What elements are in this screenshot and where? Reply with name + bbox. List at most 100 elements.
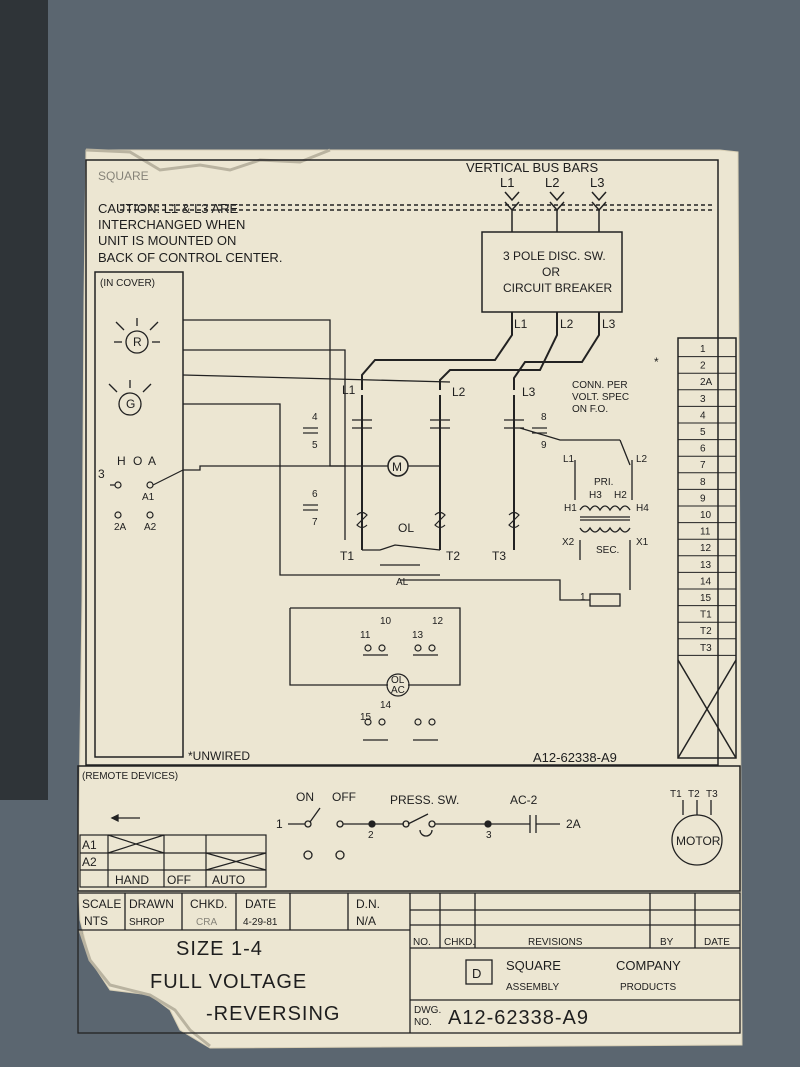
torn-label: SQUARE (98, 169, 149, 183)
aux-10: 10 (380, 616, 392, 627)
power-l3: L3 (522, 385, 536, 399)
breaker-out-l2: L2 (560, 317, 574, 331)
aux-contacts (363, 644, 438, 741)
breaker-out-l3: L3 (602, 317, 616, 331)
terminal-label: T2 (700, 626, 712, 637)
tb-v-scale: NTS (84, 914, 108, 928)
terminal-label: 11 (700, 527, 711, 538)
remote-t3: 3 (486, 830, 492, 841)
power-l1: L1 (342, 383, 356, 397)
xfmr-h4: H4 (636, 503, 649, 514)
bus-stabs (120, 191, 715, 232)
tb-rev-date: DATE (704, 937, 730, 948)
bus-l2: L2 (545, 175, 559, 190)
terminal-label: T3 (700, 643, 712, 654)
remote-press: PRESS. SW. (390, 793, 459, 807)
remote-t2: 2 (368, 830, 374, 841)
xfmr-x2: X2 (562, 537, 575, 548)
sel-h: H (117, 454, 126, 468)
terminal-label: 3 (700, 394, 706, 405)
tb-v-chkd: CRA (196, 917, 217, 928)
tb-h-date: DATE (245, 897, 276, 911)
terminal-label: 2A (700, 377, 713, 388)
tb-h-drawn: DRAWN (129, 897, 174, 911)
tb-h-scale: SCALE (82, 897, 121, 911)
terminal-label: 9 (700, 493, 706, 504)
breaker-line-3: CIRCUIT BREAKER (503, 281, 612, 295)
control-wiring (182, 319, 631, 686)
remote-on: ON (296, 790, 314, 804)
contact-8: 8 (541, 412, 547, 423)
sel-o: O (133, 454, 142, 468)
terminal-label: 10 (700, 510, 712, 521)
sel-a: A (148, 454, 156, 468)
conn-line-1: CONN. PER (572, 380, 628, 391)
tb-reversing: -REVERSING (206, 1003, 340, 1025)
remote-t2a: 2A (566, 817, 581, 831)
terminal-label: 2 (700, 361, 706, 372)
remote-motor-t2: T2 (688, 789, 700, 800)
bus-title: VERTICAL BUS BARS (466, 160, 599, 175)
tb-v-date: 4-29-81 (243, 917, 278, 928)
products-label: PRODUCTS (620, 982, 676, 993)
enclosure-shadow (0, 0, 48, 800)
remote-off: OFF (332, 790, 356, 804)
terminal-label: 5 (700, 427, 706, 438)
terminal-label: 15 (700, 593, 712, 604)
motor-coil-label: M (392, 460, 402, 474)
caution-line-2: INTERCHANGED WHEN (98, 217, 245, 232)
company-logo: D (472, 966, 481, 981)
dwg-number: A12-62338-A9 (448, 1007, 589, 1029)
chart-col-hand: HAND (115, 873, 149, 887)
contact-5: 5 (312, 440, 318, 451)
terminal-label: 12 (700, 543, 712, 554)
caution-line-3: UNIT IS MOUNTED ON (98, 233, 236, 248)
transformer-symbol (574, 460, 633, 590)
xfmr-x1: X1 (636, 537, 649, 548)
caution-line-4: BACK OF CONTROL CENTER. (98, 250, 282, 265)
contact-6: 6 (312, 489, 318, 500)
title-block-grid (77, 892, 741, 1034)
tb-v-drawn: SHROP (129, 917, 165, 928)
power-conductors (361, 312, 600, 550)
xfmr-sec: SEC. (596, 545, 619, 556)
sel-terminal-3: 3 (98, 467, 105, 481)
breaker-line-2: OR (542, 265, 560, 279)
aux-11: 11 (360, 630, 371, 641)
xfmr-pri: PRI. (594, 477, 613, 488)
conn-line-3: ON F.O. (572, 404, 608, 415)
breaker-box (481, 231, 623, 313)
remote-motor-t1: T1 (670, 789, 682, 800)
ol-ac-top: OL (391, 675, 405, 686)
al-label: AL (396, 577, 409, 588)
bus-l3: L3 (590, 175, 604, 190)
terminal-label: 4 (700, 410, 706, 421)
sel-2a: 2A (114, 522, 127, 533)
light-g: G (126, 397, 135, 411)
ol-label: OL (398, 521, 414, 535)
motor-t1: T1 (340, 549, 354, 563)
chart-col-auto: AUTO (212, 873, 245, 887)
chart-col-off: OFF (167, 873, 191, 887)
contact-9: 9 (541, 440, 547, 451)
fuse-num: 1 (580, 592, 586, 603)
terminal-label: 13 (700, 560, 712, 571)
chart-row-a1: A1 (82, 838, 97, 852)
dwg-label-1: DWG. (414, 1005, 441, 1016)
tb-rev-revisions: REVISIONS (528, 937, 583, 948)
xfmr-l1: L1 (563, 454, 575, 465)
remote-motor-t3: T3 (706, 789, 718, 800)
unwired-note: *UNWIRED (188, 749, 250, 763)
aux-14: 14 (380, 700, 392, 711)
terminal-label: 14 (700, 576, 712, 587)
xfmr-h1: H1 (564, 503, 577, 514)
breaker-line-1: 3 POLE DISC. SW. (503, 249, 606, 263)
tb-h-chkd: CHKD. (190, 897, 227, 911)
xfmr-h2: H2 (614, 490, 627, 501)
remote-circuit (110, 800, 723, 866)
xfmr-l2: L2 (636, 454, 648, 465)
cover-label: (IN COVER) (100, 278, 155, 289)
torn-edge-bottom (78, 929, 211, 1048)
